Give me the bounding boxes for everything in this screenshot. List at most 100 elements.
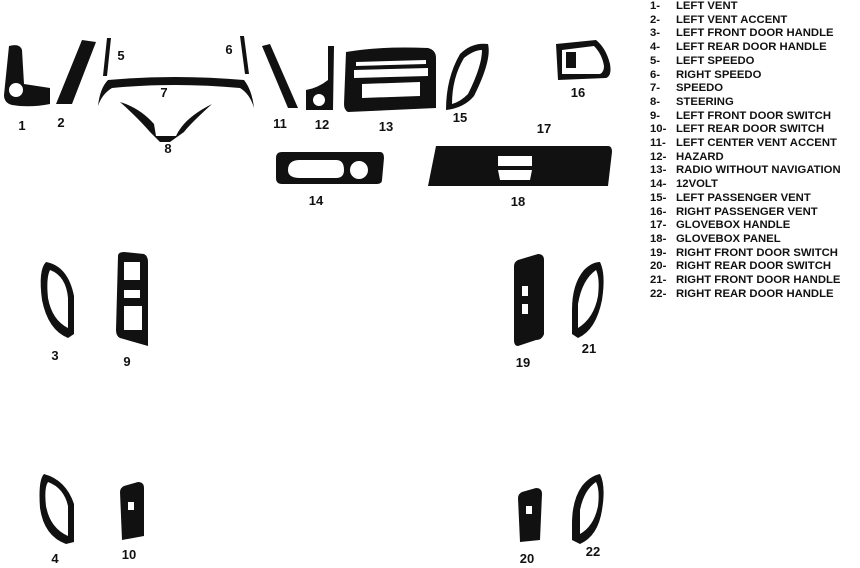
legend-number: 14-: [650, 178, 667, 191]
legend-number: 5-: [650, 54, 661, 67]
parts-legend: 1- LEFT VENT 2- LEFT VENT ACCENT 3- LEFT FRON…: [650, 0, 841, 301]
part-13-radio-without-navigation: [344, 47, 436, 112]
callout-14: 14: [309, 193, 324, 208]
legend-number: 17-: [650, 219, 667, 232]
legend-label: LEFT VENT ACCENT: [676, 13, 788, 26]
part-7-speedo: [98, 77, 254, 108]
legend-item: 13- RADIO WITHOUT NAVIGATION: [650, 164, 841, 178]
legend-label: SPEEDO: [676, 82, 724, 95]
legend-label: RADIO WITHOUT NAVIGATION: [676, 164, 841, 177]
legend-label: LEFT FRONT DOOR HANDLE: [676, 27, 834, 40]
legend-item: 8- STEERING: [650, 96, 841, 110]
legend-item: 11- LEFT CENTER VENT ACCENT: [650, 137, 841, 151]
part-16-right-passenger-vent: [556, 40, 611, 80]
legend-item: 17- GLOVEBOX HANDLE: [650, 219, 841, 233]
legend-number: 18-: [650, 232, 667, 245]
callout-15: 15: [453, 110, 467, 125]
callout-18: 18: [511, 194, 525, 209]
legend-item: 20-RIGHT REAR DOOR SWITCH: [650, 260, 841, 274]
legend-label: RIGHT REAR DOOR HANDLE: [676, 287, 834, 300]
legend-label: STEERING: [676, 95, 734, 108]
legend-label: LEFT SPEEDO: [676, 54, 755, 67]
legend-number: 4-: [650, 41, 661, 54]
part-21-right-front-door-handle: [572, 262, 604, 338]
part-9-left-front-door-switch: [116, 252, 148, 346]
callout-9: 9: [123, 354, 130, 369]
legend-label: RIGHT PASSENGER VENT: [676, 205, 818, 218]
legend-number: 19-: [650, 246, 667, 259]
callout-17: 17: [537, 121, 551, 136]
part-5-left-speedo: [103, 38, 111, 76]
legend-label: LEFT CENTER VENT ACCENT: [676, 137, 837, 150]
callout-8: 8: [164, 141, 171, 156]
part-6-right-speedo: [240, 36, 249, 74]
part-8-steering: [120, 102, 212, 142]
callout-22: 22: [586, 544, 600, 559]
callout-11: 11: [273, 116, 287, 131]
callout-21: 21: [582, 341, 596, 356]
part-11-left-center-vent-accent: [262, 44, 298, 108]
legend-item: 22- RIGHT REAR DOOR HANDLE: [650, 288, 841, 302]
legend-label: GLOVEBOX PANEL: [676, 232, 781, 245]
legend-number: 13-: [650, 164, 667, 177]
legend-label: 12VOLT: [676, 178, 718, 191]
part-20-right-rear-door-switch: [518, 488, 542, 542]
part-14-12volt: [276, 152, 384, 184]
callout-2: 2: [57, 115, 64, 130]
callout-1: 1: [18, 118, 25, 133]
legend-item: 14- 12VOLT: [650, 178, 841, 192]
part-3-left-front-door-handle: [40, 262, 74, 338]
part-4-left-rear-door-handle: [39, 474, 74, 544]
legend-label: RIGHT SPEEDO: [676, 68, 762, 81]
legend-label: RIGHT FRONT DOOR SWITCH: [676, 246, 838, 259]
part-10-left-rear-door-switch: [120, 482, 144, 540]
legend-number: 15-: [650, 191, 667, 204]
legend-number: 20-: [650, 260, 667, 273]
legend-label: LEFT REAR DOOR HANDLE: [676, 41, 827, 54]
legend-label: LEFT PASSENGER VENT: [676, 191, 811, 204]
legend-item: 6-RIGHT SPEEDO: [650, 69, 841, 83]
legend-item: 1- LEFT VENT: [650, 0, 841, 14]
legend-item: 10-LEFT REAR DOOR SWITCH: [650, 123, 841, 137]
legend-item: 18- GLOVEBOX PANEL: [650, 233, 841, 247]
legend-number: 22-: [650, 287, 667, 300]
legend-item: 19- RIGHT FRONT DOOR SWITCH: [650, 247, 841, 261]
legend-number: 2-: [650, 13, 661, 26]
callout-5: 5: [117, 48, 124, 63]
legend-number: 7-: [650, 82, 661, 95]
callout-7: 7: [160, 85, 167, 100]
callout-13: 13: [379, 119, 393, 134]
part-15-left-passenger-vent: [446, 43, 489, 110]
legend-number: 10-: [650, 123, 667, 136]
legend-item: 7- SPEEDO: [650, 82, 841, 96]
legend-label: HAZARD: [676, 150, 724, 163]
callout-20: 20: [520, 551, 534, 566]
legend-item: 21- RIGHT FRONT DOOR HANDLE: [650, 274, 841, 288]
legend-item: 15- LEFT PASSENGER VENT: [650, 192, 841, 206]
callout-12: 12: [315, 117, 329, 132]
part-1-left-vent: [4, 45, 50, 107]
legend-item: 16-RIGHT PASSENGER VENT: [650, 206, 841, 220]
part-19-right-front-door-switch: [514, 254, 544, 346]
legend-label: GLOVEBOX HANDLE: [676, 219, 791, 232]
part-18-glovebox-panel: [428, 146, 612, 186]
part-2-left-vent-accent: [56, 40, 96, 104]
callout-10: 10: [122, 547, 136, 562]
legend-number: 11-: [650, 137, 666, 150]
legend-number: 9-: [650, 109, 661, 122]
legend-item: 3- LEFT FRONT DOOR HANDLE: [650, 27, 841, 41]
legend-number: 3-: [650, 27, 661, 40]
legend-number: 8-: [650, 95, 661, 108]
legend-number: 21-: [650, 274, 667, 287]
callout-4: 4: [51, 551, 59, 566]
legend-number: 1-: [650, 0, 661, 12]
callout-19: 19: [516, 355, 530, 370]
legend-item: 12-HAZARD: [650, 151, 841, 165]
legend-label: LEFT VENT: [676, 0, 738, 12]
callout-16: 16: [571, 85, 585, 100]
legend-item: 9-LEFT FRONT DOOR SWITCH: [650, 110, 841, 124]
legend-label: RIGHT FRONT DOOR HANDLE: [676, 274, 841, 287]
part-22-right-rear-door-handle: [572, 474, 604, 544]
part-12-hazard: [306, 46, 334, 110]
callout-3: 3: [51, 348, 58, 363]
